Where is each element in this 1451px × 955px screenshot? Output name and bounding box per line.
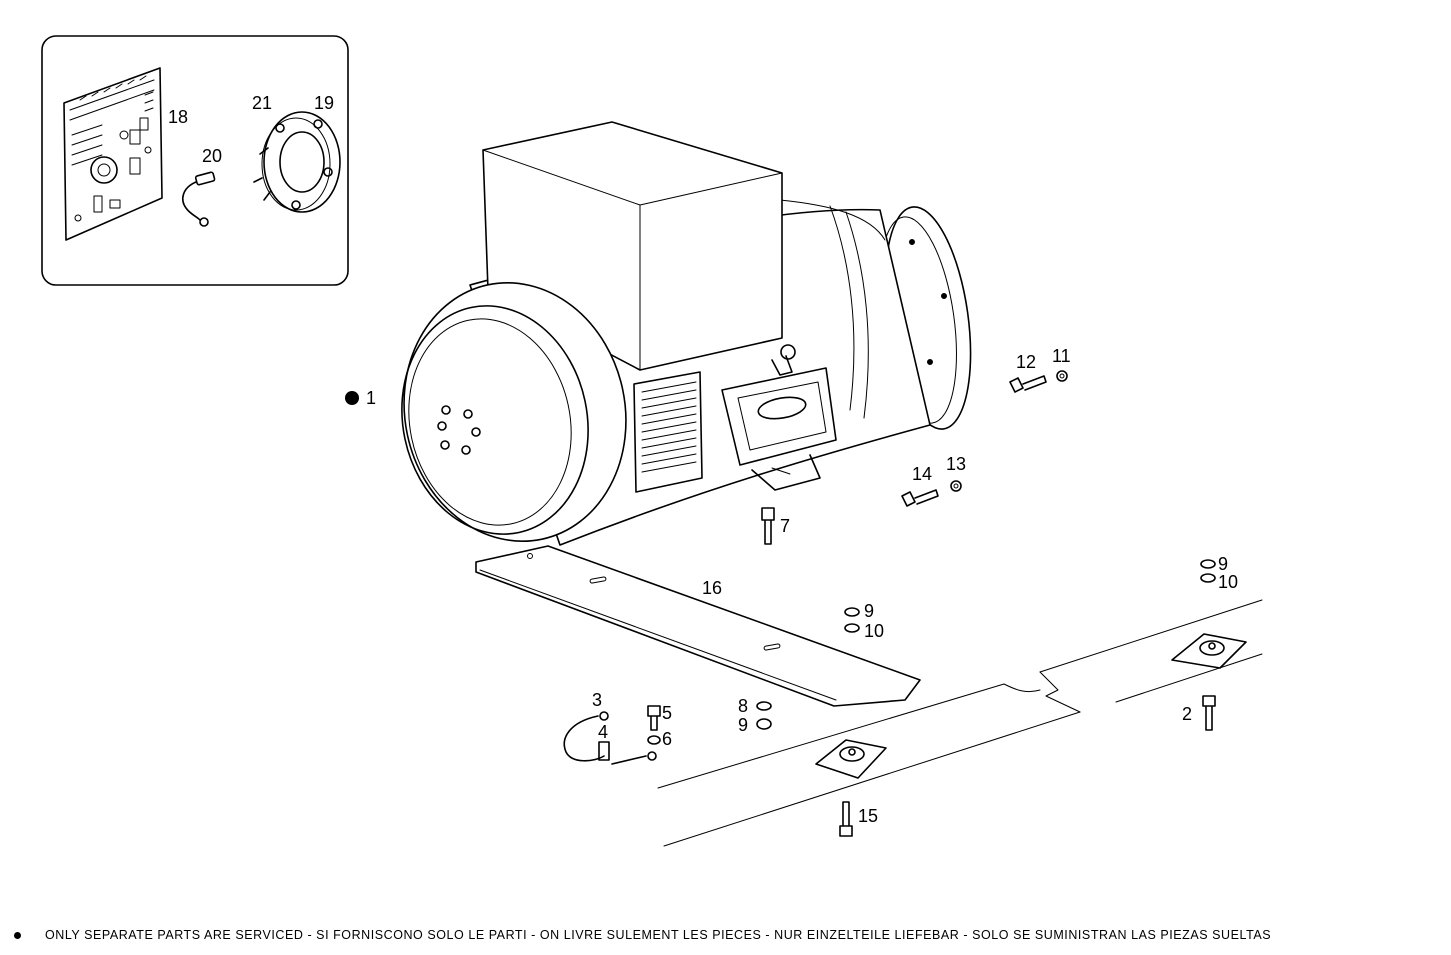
callout-10a: 10 xyxy=(1218,572,1238,592)
footnote-text: ONLY SEPARATE PARTS ARE SERVICED - SI FO… xyxy=(45,928,1272,942)
callout-14: 14 xyxy=(912,464,932,484)
callout-9a: 9 xyxy=(1218,554,1228,574)
bullet-dot-icon xyxy=(14,932,21,940)
base-plate: 16 xyxy=(475,545,921,707)
callout-20: 20 xyxy=(202,146,222,166)
hardware-items: 12 11 14 13 7 9 10 9 10 8 9 2 15 xyxy=(563,346,1238,837)
callout-19: 19 xyxy=(314,93,334,113)
cooling-louvres xyxy=(633,371,703,493)
callout-7: 7 xyxy=(780,516,790,536)
callout-18: 18 xyxy=(168,107,188,127)
service-footnote: ONLY SEPARATE PARTS ARE SERVICED - SI FO… xyxy=(14,928,1444,942)
callout-8: 8 xyxy=(738,696,748,716)
diode-bridge xyxy=(253,111,341,213)
alternator-assembly: 1 xyxy=(345,121,972,546)
callout-6: 6 xyxy=(662,729,672,749)
callout-9b: 9 xyxy=(864,601,874,621)
sensor-lead xyxy=(182,171,216,227)
callout-11: 11 xyxy=(1052,346,1071,366)
bullet-dot-icon xyxy=(345,391,359,405)
callout-10b: 10 xyxy=(864,621,884,641)
chassis-frame xyxy=(657,599,1263,847)
callout-5: 5 xyxy=(662,703,672,723)
callout-15: 15 xyxy=(858,806,878,826)
callout-2: 2 xyxy=(1182,704,1192,724)
callout-1: 1 xyxy=(366,388,376,408)
callout-3: 3 xyxy=(592,690,602,710)
callout-21: 21 xyxy=(252,93,272,113)
voltage-regulator-board xyxy=(63,67,163,241)
inset-panel: 18 20 21 19 xyxy=(41,35,349,286)
callout-9c: 9 xyxy=(738,715,748,735)
callout-13: 13 xyxy=(946,454,966,474)
callout-4: 4 xyxy=(598,722,608,742)
mounting-foot xyxy=(721,344,837,491)
callout-12: 12 xyxy=(1016,352,1036,372)
callout-16: 16 xyxy=(702,578,722,598)
